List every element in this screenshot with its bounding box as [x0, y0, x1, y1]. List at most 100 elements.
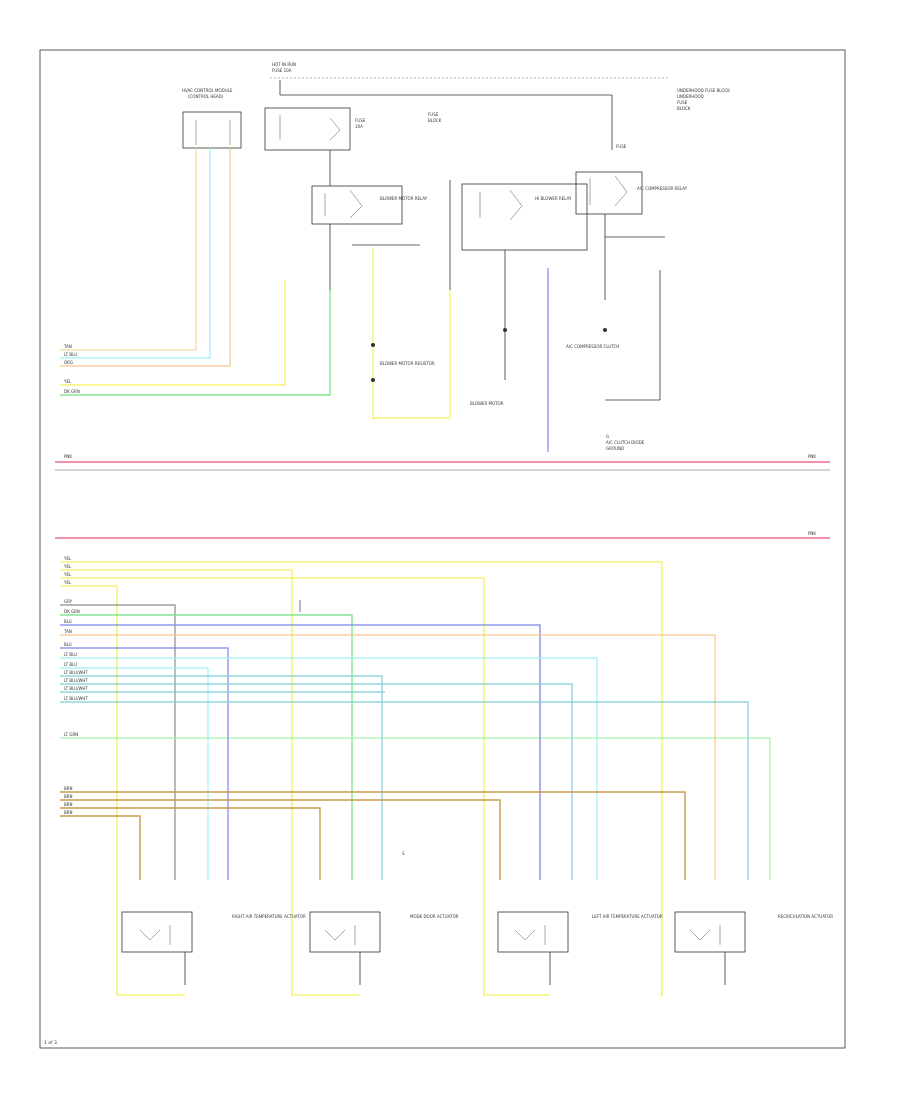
actuator-3: LEFT AIR TEMPERATURE ACTUATOR	[497, 911, 663, 985]
wire-blu-1	[60, 624, 541, 880]
relay-block-note-1: UNDERHOOD	[677, 94, 704, 99]
wire-ltb-1	[60, 657, 598, 880]
lower-label-yel-2: YEL	[63, 564, 72, 569]
lower-label-yel-3: YEL	[63, 572, 72, 577]
hvac-module-label: HVAC CONTROL MODULE	[182, 88, 233, 93]
blower-relay-coil	[324, 189, 363, 219]
ac-clutch-label: A/C COMPRESSOR CLUTCH	[566, 344, 619, 349]
diagram-frame	[39, 49, 846, 1049]
wire-label-tan: TAN	[63, 344, 72, 349]
wire-org-1	[60, 634, 716, 880]
actuator-1: RIGHT AIR TEMPERATURE ACTUATOR	[121, 911, 306, 985]
fuse-box-left	[264, 107, 351, 151]
wire-yel-a2	[60, 569, 360, 996]
wire-yel-resistor	[372, 248, 451, 419]
wire-teal-2	[60, 683, 573, 880]
fuse-label-left: FUSE	[355, 118, 366, 123]
wire-gray-1	[60, 604, 176, 880]
lower-label-gray: GRY	[64, 599, 73, 604]
lower-label-brn-1: BRN	[64, 786, 73, 791]
ground-note-1: A/C CLUTCH DIODE	[606, 440, 645, 445]
ac-relay-box	[575, 171, 643, 215]
wire-yel-a1	[60, 561, 663, 996]
wire-brn-3	[60, 807, 321, 880]
hi-blower-relay-label: HI BLOWER RELAY	[535, 196, 572, 201]
relay-block-note-3: BLOCK	[677, 106, 691, 111]
wire-tan	[60, 148, 197, 351]
wire-label-org: ORG	[64, 360, 73, 365]
relay-block-label: UNDERHOOD FUSE BLOCK	[677, 88, 730, 93]
lower-label-ltgrn: LT GRN	[64, 732, 78, 737]
svg-text:MODE DOOR ACTUATOR: MODE DOOR ACTUATOR	[410, 914, 459, 919]
resistor-symbol-2	[371, 378, 375, 382]
wire-label-ltblu: LT BLU	[64, 352, 77, 357]
ac-relay-coil	[589, 175, 628, 207]
hvac-module-sub: (CONTROL HEAD)	[188, 94, 224, 99]
blower-relay-label: BLOWER MOTOR RELAY	[380, 196, 428, 201]
wire-grn-1	[60, 614, 353, 880]
fuse-block-label: HOT IN RUN	[272, 62, 296, 67]
hi-blower-relay-coil	[479, 189, 523, 221]
page-reference: 1 of 3	[44, 1040, 57, 1046]
actuator-4: RECIRCULATION ACTUATOR	[674, 911, 833, 985]
lower-label-brn-4: BRN	[64, 810, 73, 815]
ac-clutch-pin	[603, 328, 607, 332]
pink-bus-label-l: PNK	[64, 454, 72, 459]
ground-label: G	[606, 434, 609, 439]
ground-note-2: GROUND	[606, 446, 624, 451]
lower-label-yel-4: YEL	[63, 580, 72, 585]
svg-text:RECIRCULATION ACTUATOR: RECIRCULATION ACTUATOR	[778, 914, 833, 919]
fuse-block-sublabel: FUSE 10A	[272, 68, 292, 73]
fuse-label-left-2: 10A	[355, 124, 363, 129]
lower-label-brn-2: BRN	[64, 794, 73, 799]
wire-brn-2	[60, 799, 501, 880]
wire-yel-a4	[60, 585, 185, 996]
pink-bus-2-label-r: PNK	[808, 531, 816, 536]
wire-lt-blu-top	[60, 148, 211, 359]
wire-drk-grn-top	[60, 290, 331, 396]
lower-label-teal-3: LT BLU/WHT	[64, 686, 88, 691]
underhood-label-2: BLOCK	[428, 118, 442, 123]
wire-yel-a3	[60, 577, 550, 996]
svg-text:RIGHT AIR TEMPERATURE ACTUATOR: RIGHT AIR TEMPERATURE ACTUATOR	[232, 914, 306, 919]
lower-label-brn-3: BRN	[64, 802, 73, 807]
lower-label-ltb-2: LT BLU	[64, 662, 77, 667]
relay-block-note-2: FUSE	[677, 100, 688, 105]
lower-label-blu: BLU	[64, 619, 72, 624]
wire-teal-1	[60, 675, 383, 880]
lower-label-grn: DK GRN	[64, 609, 80, 614]
lower-label-teal-1: LT BLU/WHT	[64, 670, 88, 675]
pink-bus-label-r: PNK	[808, 454, 816, 459]
lower-label-teal-4: LT BLU/WHT	[64, 696, 88, 701]
wire-label-yel: YEL	[63, 379, 72, 384]
wire-grn-2	[60, 737, 771, 880]
fuse-symbol-2	[329, 117, 341, 141]
svg-text:LEFT AIR TEMPERATURE ACTUATOR: LEFT AIR TEMPERATURE ACTUATOR	[592, 914, 663, 919]
blower-motor-pin	[503, 328, 507, 332]
actuator-2: MODE DOOR ACTUATOR	[309, 911, 459, 985]
lower-label-ltb: LT BLU	[64, 652, 77, 657]
wire-brn-4	[60, 815, 141, 880]
wire-yel-top	[60, 280, 286, 386]
wire-teal-4	[60, 701, 749, 880]
blower-motor-label: BLOWER MOTOR	[470, 401, 504, 406]
lower-label-yel-1: YEL	[63, 556, 72, 561]
wire-org-top	[60, 148, 231, 367]
resistor-symbol-1	[371, 343, 375, 347]
relay-group-box	[461, 183, 588, 251]
underhood-label: FUSE	[428, 112, 439, 117]
splice-label: S	[402, 851, 405, 856]
hvac-module-box	[182, 111, 242, 149]
wire-label-dkgrn: DK GRN	[64, 389, 80, 394]
wire-brn-1	[60, 791, 686, 880]
wire-blu-2	[60, 647, 229, 880]
resistor-label: BLOWER MOTOR RESISTOR	[380, 361, 435, 366]
blower-relay-box	[311, 185, 403, 225]
lower-label-blu-2: BLU	[64, 642, 72, 647]
feed-right-label: FUSE	[616, 144, 627, 149]
lower-label-teal-2: LT BLU/WHT	[64, 678, 88, 683]
ac-relay-label: A/C COMPRESSOR RELAY	[637, 186, 688, 191]
lower-label-org: TAN	[63, 629, 72, 634]
wire-ltb-2	[60, 667, 209, 880]
